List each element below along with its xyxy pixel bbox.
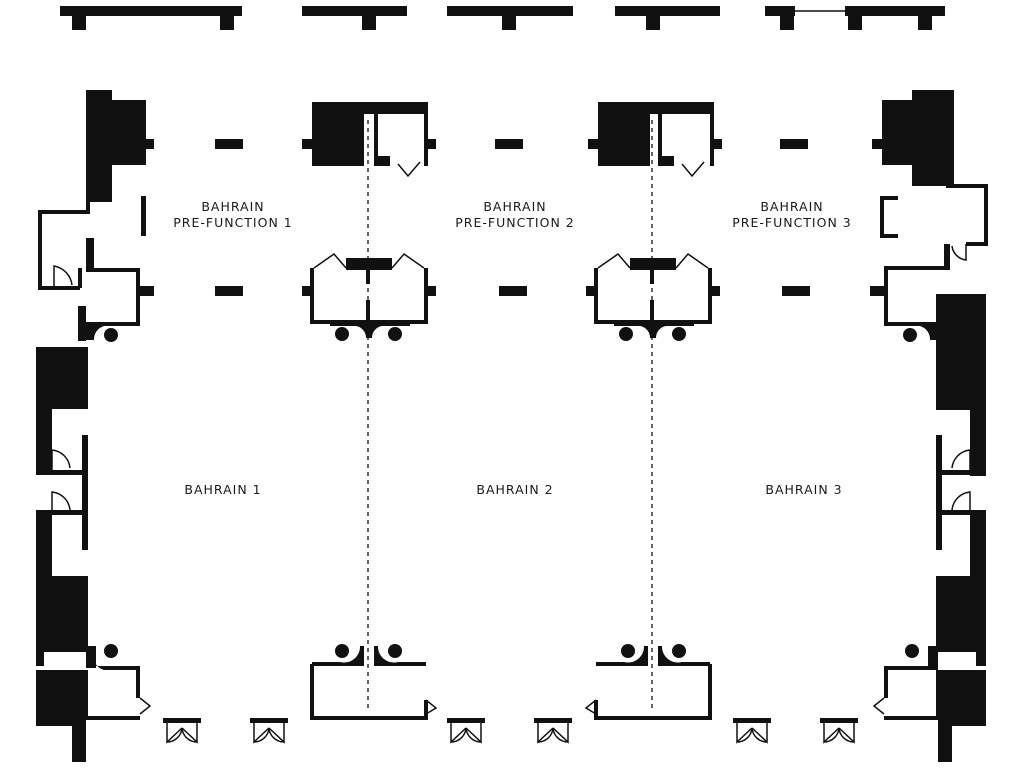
divider-2 <box>584 102 722 720</box>
hall-2-label: BAHRAIN 2 <box>476 482 553 497</box>
prefunction-1-label-line2: PRE-FUNCTION 1 <box>173 215 293 230</box>
prefunction-2-label-line1: BAHRAIN <box>483 199 546 214</box>
hall-3-label: BAHRAIN 3 <box>765 482 842 497</box>
room-labels: BAHRAIN PRE-FUNCTION 1 BAHRAIN PRE-FUNCT… <box>173 199 852 497</box>
prefunction-1-label-line1: BAHRAIN <box>201 199 264 214</box>
prefunction-2-label-line2: PRE-FUNCTION 2 <box>455 215 575 230</box>
prefunction-markers <box>141 139 810 296</box>
prefunction-3-label-line2: PRE-FUNCTION 3 <box>732 215 852 230</box>
double-door-icon <box>163 718 858 744</box>
left-wall <box>36 90 154 762</box>
prefunction-3-label-line1: BAHRAIN <box>760 199 823 214</box>
hall-1-label: BAHRAIN 1 <box>184 482 261 497</box>
divider-1 <box>302 102 438 720</box>
right-wall <box>870 90 988 762</box>
top-facade <box>60 6 945 30</box>
